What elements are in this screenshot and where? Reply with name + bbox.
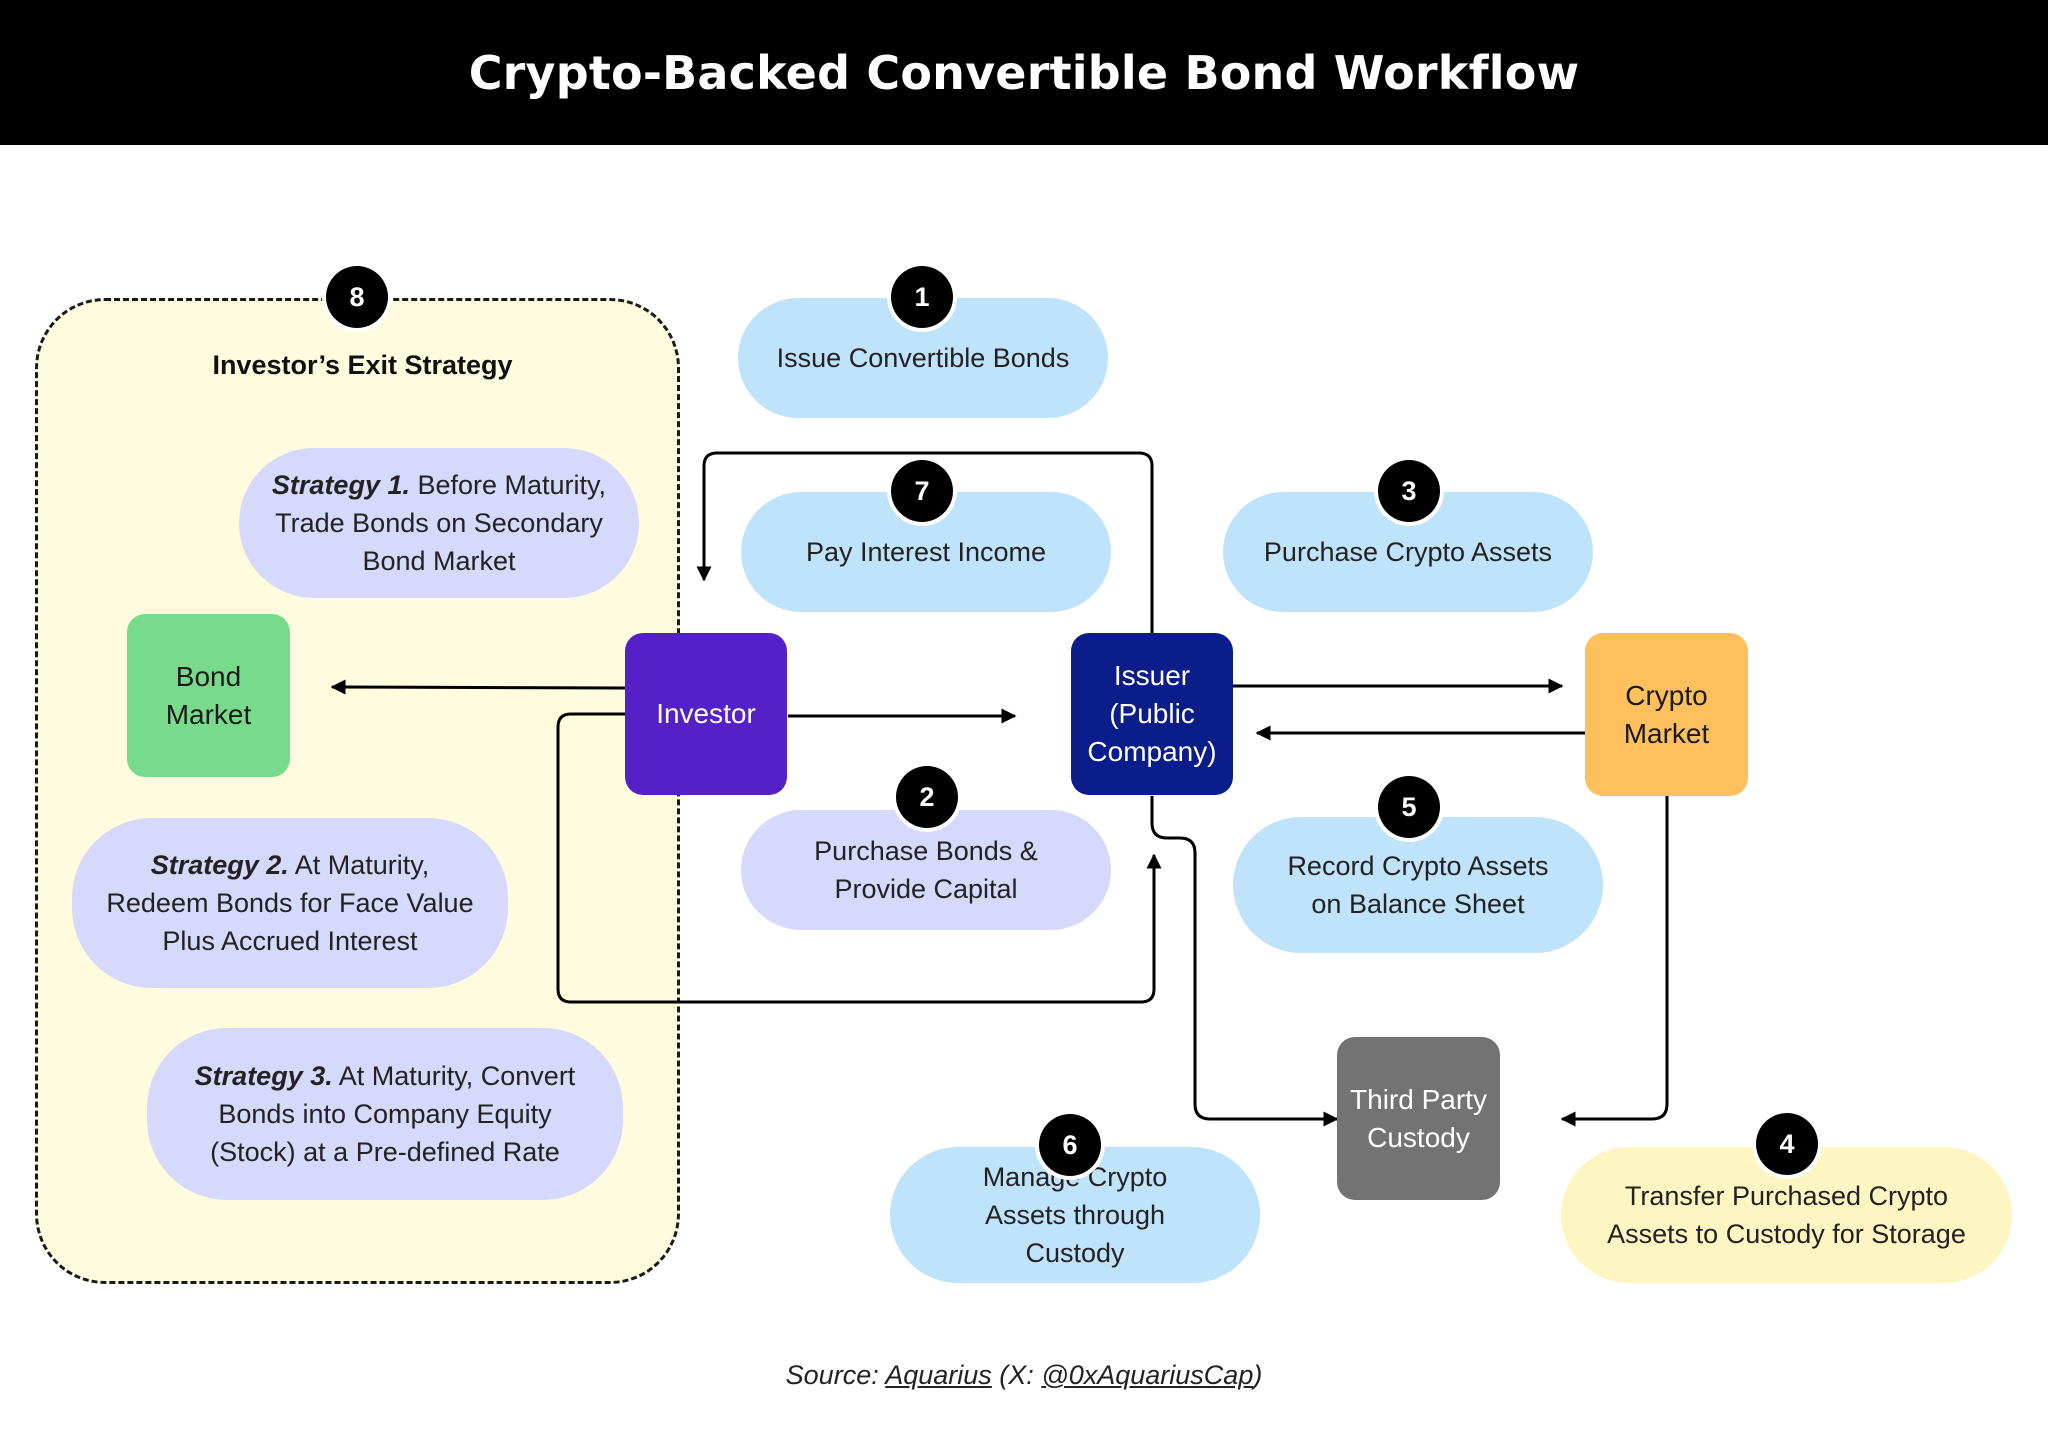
step-5-badge: 5: [1378, 776, 1440, 838]
strategy-1-pill: Strategy 1. Before Maturity, Trade Bonds…: [239, 448, 639, 598]
crypto-market-node: Crypto Market: [1585, 633, 1748, 796]
crypto-market-label: Crypto Market: [1623, 679, 1710, 749]
step-3-badge: 3: [1378, 460, 1440, 522]
step-3-label: Purchase Crypto Assets: [1263, 537, 1553, 567]
investor-node: Investor: [625, 633, 787, 795]
step-5-label: Record Crypto Assets on Balance Sheet: [1287, 851, 1549, 919]
step-2-pill: Purchase Bonds & Provide Capital: [741, 810, 1111, 930]
step-8-badge: 8: [326, 266, 388, 328]
step-7-badge: 7: [891, 460, 953, 522]
strategy-3-pill: Strategy 3. At Maturity, Convert Bonds i…: [147, 1028, 623, 1200]
issuer-node: Issuer (Public Company): [1071, 633, 1233, 795]
bond-market-node: Bond Market: [127, 614, 290, 777]
investor-label: Investor: [656, 698, 756, 729]
step-4-badge: 4: [1756, 1113, 1818, 1175]
step-2-badge: 2: [896, 766, 958, 828]
source-handle-link[interactable]: @0xAquariusCap: [1041, 1360, 1254, 1390]
strategy-3-key: Strategy 3.: [194, 1061, 333, 1091]
source-mid: (X:: [991, 1360, 1042, 1390]
strategy-2-text: At Maturity, Redeem Bonds for Face Value…: [106, 850, 474, 956]
arrow-investor-loop-to-issuer: [556, 712, 1162, 1004]
step-1-pill: Issue Convertible Bonds: [738, 298, 1108, 418]
arrow-crypto-market-to-custody: [1560, 796, 1669, 1127]
bond-market-label: Bond Market: [165, 660, 252, 730]
diagram-title: Crypto-Backed Convertible Bond Workflow: [468, 45, 1580, 100]
strategy-2-key: Strategy 2.: [150, 850, 289, 880]
source-prefix: Source:: [785, 1360, 886, 1390]
source-credit: Source: Aquarius (X: @0xAquariusCap): [0, 1360, 2048, 1391]
strategy-1-key: Strategy 1.: [271, 470, 410, 500]
strategy-1-text: Before Maturity, Trade Bonds on Secondar…: [275, 470, 607, 576]
issuer-label: Issuer (Public Company): [1087, 660, 1217, 767]
arrow-investor-to-bond-market: [330, 679, 626, 695]
step-6-pill: Manage Crypto Assets through Custody: [890, 1147, 1260, 1283]
step-4-label: Transfer Purchased Crypto Assets to Cust…: [1607, 1181, 1966, 1249]
third-party-custody-label: Third Party Custody: [1350, 1083, 1487, 1153]
step-5-pill: Record Crypto Assets on Balance Sheet: [1233, 817, 1603, 953]
step-1-badge: 1: [891, 266, 953, 328]
arrow-issuer-to-investor-interest: [696, 451, 1154, 633]
step-6-label: Manage Crypto Assets through Custody: [982, 1162, 1168, 1268]
exit-strategy-title: Investor’s Exit Strategy: [212, 350, 513, 380]
step-7-label: Pay Interest Income: [805, 537, 1047, 567]
strategy-2-pill: Strategy 2. At Maturity, Redeem Bonds fo…: [72, 818, 508, 988]
third-party-custody-node: Third Party Custody: [1337, 1037, 1500, 1200]
strategy-3-text: At Maturity, Convert Bonds into Company …: [210, 1061, 576, 1167]
source-name-link[interactable]: Aquarius: [885, 1360, 992, 1390]
source-suffix: ): [1253, 1360, 1263, 1390]
step-1-label: Issue Convertible Bonds: [776, 343, 1070, 373]
step-6-badge: 6: [1039, 1114, 1101, 1176]
step-2-label: Purchase Bonds & Provide Capital: [814, 836, 1038, 904]
arrow-issuer-to-custody: [1150, 796, 1339, 1127]
title-bar: Crypto-Backed Convertible Bond Workflow: [0, 0, 2048, 145]
